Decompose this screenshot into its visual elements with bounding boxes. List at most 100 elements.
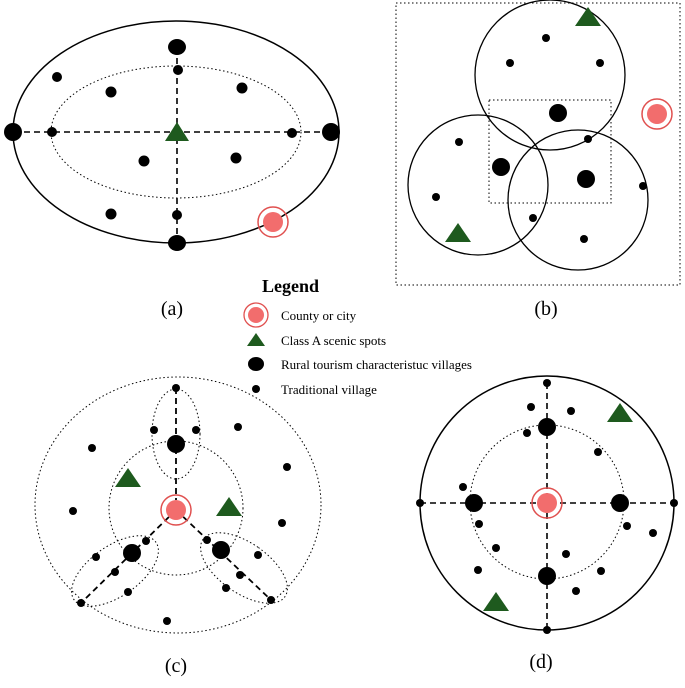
- inner-dotted-frame: [488, 99, 612, 204]
- branch-line-left: [80, 509, 177, 604]
- county-city: [263, 212, 283, 232]
- traditional-village: [124, 588, 132, 596]
- outer-dotted-ellipse: [34, 376, 322, 634]
- legend-county-city-ring: [243, 302, 269, 328]
- traditional-village: [529, 214, 537, 222]
- panel-b-label: (b): [534, 298, 557, 320]
- traditional-village: [234, 423, 242, 431]
- traditional-village: [47, 127, 57, 137]
- legend-county-city-label: County or city: [281, 308, 357, 323]
- tourism-village: [322, 123, 340, 141]
- traditional-village: [506, 59, 514, 67]
- legend: Legend County or city Class A scenic spo…: [243, 276, 472, 397]
- scenic-spot: [165, 122, 189, 141]
- traditional-village: [527, 403, 535, 411]
- traditional-village: [88, 444, 96, 452]
- tourism-village: [168, 235, 186, 251]
- panel-a: (a): [4, 20, 340, 320]
- tourism-village: [538, 567, 556, 585]
- legend-tourism-village-label: Rural tourism characteristuc villages: [281, 357, 472, 372]
- traditional-village: [492, 544, 500, 552]
- traditional-village: [230, 152, 242, 164]
- panel-c: (c): [34, 376, 322, 677]
- traditional-village: [111, 568, 119, 576]
- traditional-village: [455, 138, 463, 146]
- traditional-village: [649, 529, 657, 537]
- traditional-village: [562, 550, 570, 558]
- legend-traditional-village-icon: [252, 385, 260, 393]
- outer-dotted-frame: [395, 2, 681, 286]
- service-circle-right: [507, 129, 649, 271]
- county-city: [647, 104, 667, 124]
- traditional-village: [580, 235, 588, 243]
- scenic-spot: [575, 7, 601, 26]
- traditional-village: [670, 499, 678, 507]
- traditional-village: [236, 571, 244, 579]
- scenic-spot: [445, 223, 471, 242]
- tourism-village: [168, 39, 186, 55]
- tourism-village: [577, 170, 595, 188]
- traditional-village: [254, 551, 262, 559]
- tourism-village: [549, 104, 567, 122]
- panel-c-label: (c): [165, 655, 187, 677]
- county-city-ring: [160, 494, 192, 526]
- traditional-village: [150, 426, 158, 434]
- traditional-village: [584, 135, 592, 143]
- traditional-village: [172, 210, 182, 220]
- traditional-village: [163, 617, 171, 625]
- scenic-spot: [483, 592, 509, 611]
- service-circle-top: [474, 0, 626, 151]
- traditional-village: [287, 128, 297, 138]
- traditional-village: [173, 65, 183, 75]
- traditional-village: [52, 72, 62, 82]
- traditional-village: [623, 522, 631, 530]
- panel-d-label: (d): [529, 651, 552, 673]
- inner-dotted-circle: [108, 440, 244, 576]
- legend-title: Legend: [262, 276, 319, 296]
- legend-scenic-spot-label: Class A scenic spots: [281, 333, 386, 348]
- traditional-village: [416, 499, 424, 507]
- traditional-village: [597, 567, 605, 575]
- traditional-village: [267, 596, 275, 604]
- scenic-spot: [216, 497, 242, 516]
- traditional-village: [77, 599, 85, 607]
- traditional-village: [278, 519, 286, 527]
- panel-d: (d): [416, 375, 678, 673]
- traditional-village: [172, 384, 180, 392]
- traditional-village: [69, 507, 77, 515]
- traditional-village: [105, 86, 117, 98]
- scenic-spot: [607, 403, 633, 422]
- traditional-village: [572, 587, 580, 595]
- traditional-village: [203, 536, 211, 544]
- panel-a-label: (a): [161, 298, 183, 320]
- county-city-ring: [531, 487, 563, 519]
- traditional-village: [596, 59, 604, 67]
- tourism-village: [538, 418, 556, 436]
- traditional-village: [474, 566, 482, 574]
- tourism-village: [492, 158, 510, 176]
- branch-ellipse-top: [151, 388, 201, 480]
- legend-tourism-village-icon: [248, 357, 264, 371]
- traditional-village: [567, 407, 575, 415]
- traditional-village: [594, 448, 602, 456]
- traditional-village: [92, 553, 100, 561]
- tourism-village: [123, 544, 141, 562]
- traditional-village: [192, 426, 200, 434]
- traditional-village: [222, 584, 230, 592]
- traditional-village: [283, 463, 291, 471]
- tourism-village: [167, 435, 185, 453]
- traditional-village: [459, 483, 467, 491]
- county-city-ring: [641, 98, 673, 130]
- tourism-village: [4, 123, 22, 141]
- traditional-village: [543, 379, 551, 387]
- county-city: [537, 493, 557, 513]
- traditional-village: [432, 193, 440, 201]
- legend-traditional-village-label: Traditional village: [281, 382, 377, 397]
- traditional-village: [523, 429, 531, 437]
- traditional-village: [138, 155, 150, 167]
- branch-ellipse-right: [200, 532, 288, 604]
- legend-county-city-icon: [248, 307, 264, 323]
- panel-b: (b): [395, 0, 681, 320]
- tourism-village: [465, 494, 483, 512]
